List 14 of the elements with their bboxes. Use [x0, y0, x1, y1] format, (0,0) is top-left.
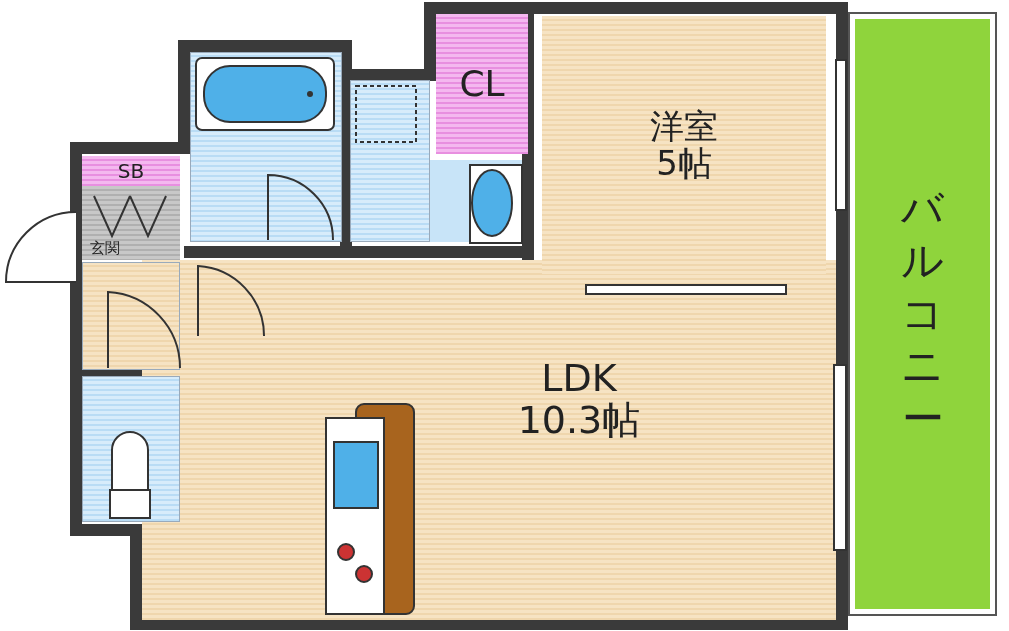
room-label: 玄関: [90, 239, 120, 256]
bedroom-floor: [542, 16, 826, 274]
room-label: SB: [117, 160, 145, 182]
room-area: 5帖: [656, 145, 712, 183]
closet: [436, 14, 528, 154]
room-label: LDK: [541, 358, 617, 400]
room-label: 洋室: [650, 107, 718, 145]
shoe-box: [82, 156, 180, 186]
entrance-floor: [82, 186, 180, 260]
room-label: バルコニー: [900, 182, 945, 445]
room-area: 10.3帖: [517, 400, 641, 442]
washroom-floor: [350, 80, 430, 242]
hall-floor: [82, 262, 180, 370]
room-label: CL: [459, 64, 505, 104]
